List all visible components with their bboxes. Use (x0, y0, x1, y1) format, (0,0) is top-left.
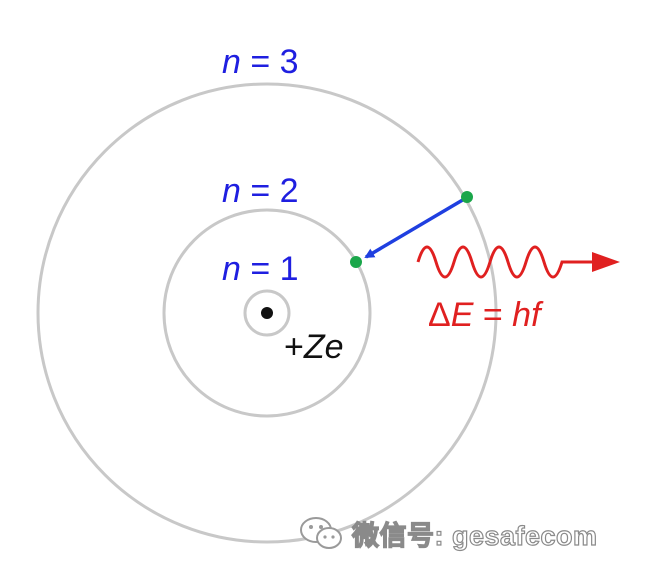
orbit-n2 (162, 208, 372, 418)
label-n2: n = 2 (222, 172, 299, 210)
electron-final-n2 (350, 256, 362, 268)
photon-wave (416, 245, 592, 279)
transition-arrow (364, 196, 467, 259)
nucleus-charge-label: +Ze (284, 328, 344, 366)
label-n3: n = 3 (222, 43, 299, 81)
electron-initial-n3 (461, 191, 473, 203)
nucleus (261, 307, 273, 319)
orbit-n3 (36, 82, 498, 544)
watermark: 微信号: gesafecom (298, 508, 638, 558)
photon-arrowhead (592, 252, 620, 272)
watermark-text: 微信号: gesafecom (351, 520, 598, 551)
wechat-icon (300, 517, 342, 549)
energy-equation-label: ΔE = hf (428, 296, 544, 334)
label-n1: n = 1 (222, 250, 299, 288)
